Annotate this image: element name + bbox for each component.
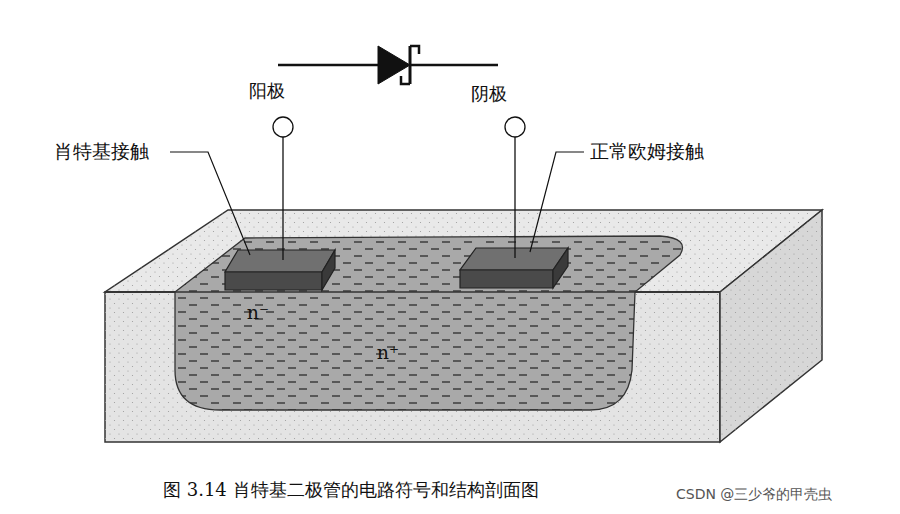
contact-front <box>460 270 553 288</box>
label-holder: 阳极 <box>249 80 285 102</box>
schottky-contact <box>225 250 335 290</box>
symbol-triangle <box>378 46 410 84</box>
schottky-hook <box>401 76 410 84</box>
contact-side <box>322 250 335 290</box>
label-holder: CSDN @三少爷的甲壳虫 <box>676 484 832 503</box>
contact-top <box>460 248 568 270</box>
label-holder: 正常欧姆接触 <box>590 140 704 163</box>
leader-line <box>170 152 250 255</box>
terminal-name: 阳极 <box>249 80 285 102</box>
anode-wire <box>282 137 283 260</box>
part-name: 正常欧姆接触 <box>590 140 704 163</box>
text-holder: n⁺ <box>377 341 399 364</box>
label-holder: 阴极 <box>471 83 507 105</box>
n-plus-well-fill <box>175 236 683 410</box>
text-holder: n⁻ <box>247 301 269 324</box>
contact-front <box>225 272 322 290</box>
substrate-side <box>720 210 822 442</box>
label-holder: 肖特基接触 <box>54 140 149 163</box>
symbol-wire <box>278 64 380 67</box>
region-label: n⁻ <box>247 301 269 324</box>
watermark: CSDN @三少爷的甲壳虫 <box>676 486 832 503</box>
front-edge <box>105 291 720 292</box>
symbol-wire <box>410 64 498 67</box>
cathode-wire <box>514 137 515 258</box>
contact-side <box>553 248 568 288</box>
front-edge <box>105 291 720 292</box>
contact-top <box>225 250 335 272</box>
substrate-texture <box>720 210 822 442</box>
terminal-wires <box>273 117 525 260</box>
anode-terminal <box>273 117 293 137</box>
n-plus-well-texture <box>175 236 683 410</box>
leader-lines <box>170 152 584 255</box>
part-name: 肖特基接触 <box>54 140 149 163</box>
schottky-hook <box>410 46 419 54</box>
diode-symbol <box>278 46 498 84</box>
cathode-terminal <box>505 117 525 137</box>
terminal-name: 阴极 <box>471 83 507 105</box>
figure-caption: 图 3.14 肖特基二极管的电路符号和结构剖面图 <box>163 479 539 501</box>
ohmic-contact <box>460 248 568 288</box>
leader-line <box>530 152 584 252</box>
region-label: n⁺ <box>377 341 399 364</box>
caption-holder: 图 3.14 肖特基二极管的电路符号和结构剖面图 <box>163 479 539 501</box>
